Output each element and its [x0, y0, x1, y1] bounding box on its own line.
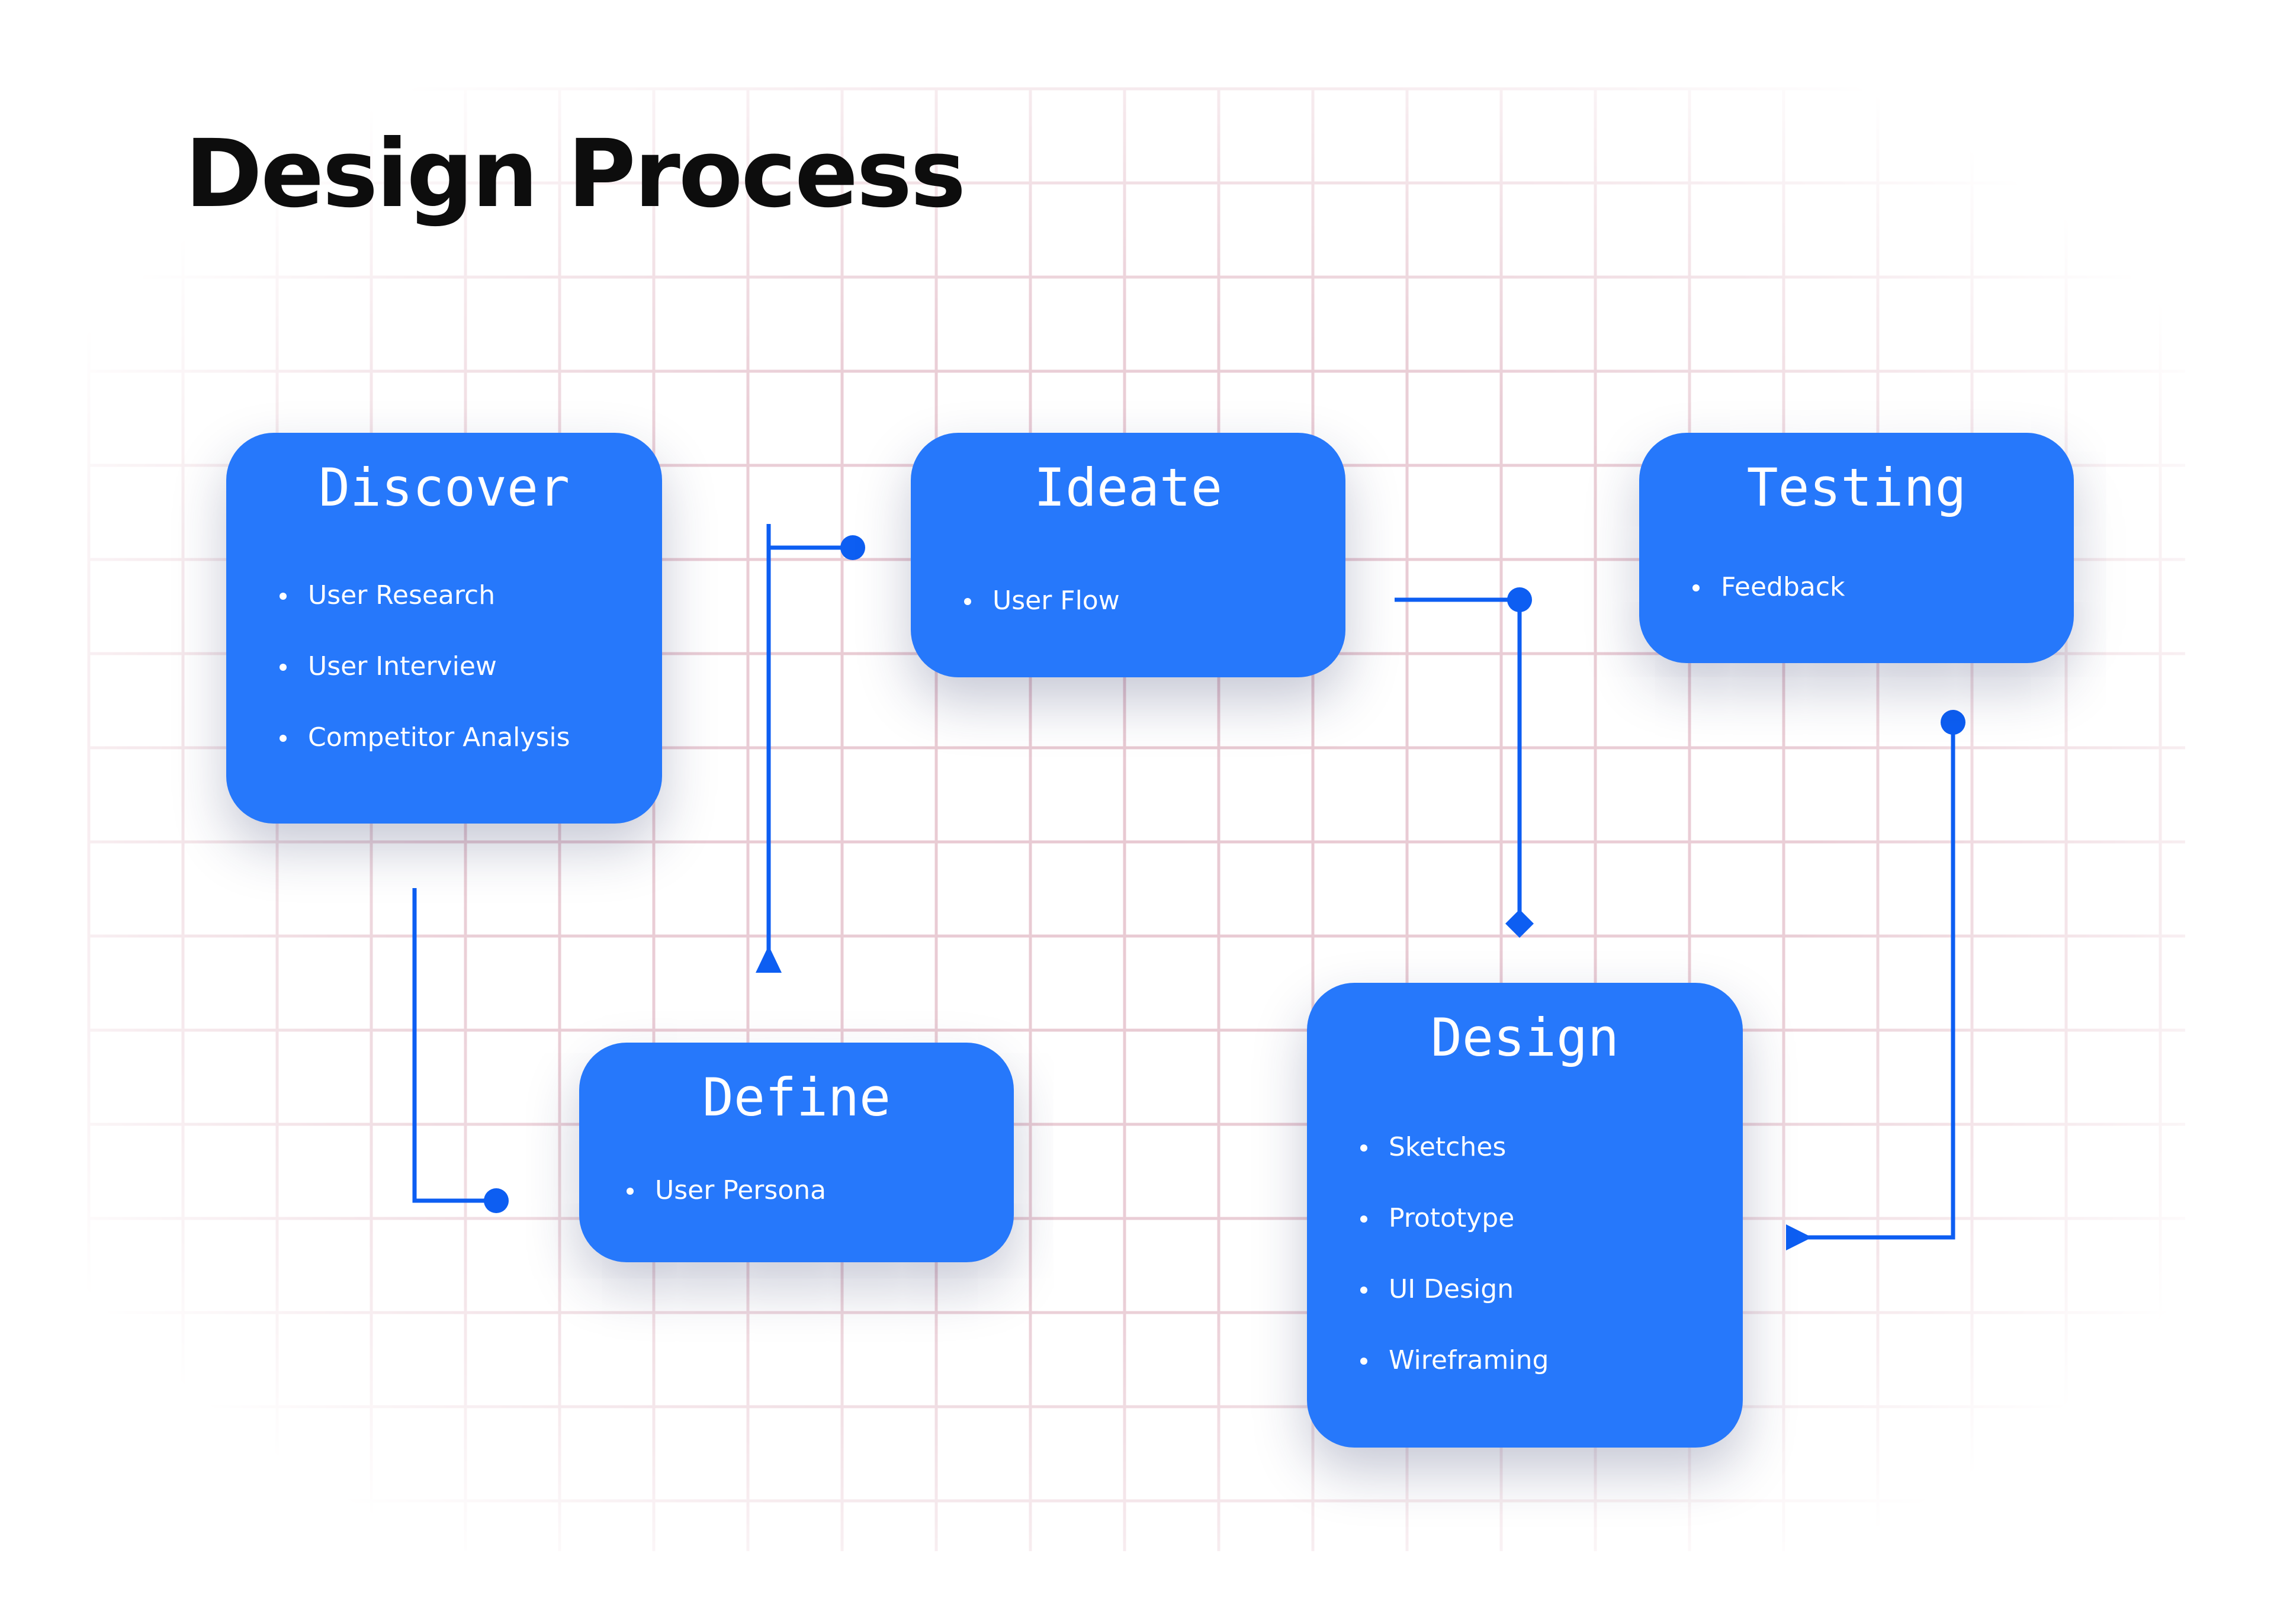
connector-define-ideate: [756, 524, 865, 973]
stage-card-testing: Testing Feedback: [1639, 433, 2074, 663]
stage-items-discover: User Research User Interview Competitor …: [280, 560, 570, 773]
stage-item: Competitor Analysis: [280, 702, 570, 773]
connector-ideate-design: [1395, 587, 1534, 938]
connector-end-dot: [484, 1188, 509, 1213]
stage-item: Wireframing: [1360, 1325, 1549, 1396]
stage-items-define: User Persona: [627, 1155, 826, 1226]
stage-title-define: Define: [702, 1067, 891, 1128]
stage-items-ideate: User Flow: [964, 565, 1120, 636]
stage-card-discover: Discover User Research User Interview Co…: [226, 433, 662, 824]
connector-end-dot: [1941, 710, 1965, 735]
stage-title-ideate: Ideate: [1034, 457, 1222, 518]
stage-item: User Flow: [964, 565, 1120, 636]
stage-title-testing: Testing: [1746, 457, 1967, 518]
connector-start-triangle: [756, 946, 782, 973]
stage-item: User Persona: [627, 1155, 826, 1226]
diagram-title: Design Process: [185, 120, 966, 229]
stage-items-design: Sketches Prototype UI Design Wireframing: [1360, 1112, 1549, 1396]
stage-card-ideate: Ideate User Flow: [911, 433, 1345, 677]
stage-item: UI Design: [1360, 1254, 1549, 1325]
connector-discover-define: [412, 888, 509, 1213]
connector-line: [1800, 722, 1955, 1240]
stage-item: Sketches: [1360, 1112, 1549, 1183]
stage-title-design: Design: [1431, 1007, 1619, 1068]
connector-design-testing: [1786, 710, 1965, 1250]
stage-item: Prototype: [1360, 1183, 1549, 1254]
connector-line: [412, 888, 492, 1203]
connector-line: [1395, 597, 1522, 912]
stage-card-design: Design Sketches Prototype UI Design Wire…: [1307, 983, 1743, 1448]
connector-end-dot: [840, 535, 865, 560]
stage-item: User Interview: [280, 631, 570, 702]
stage-item: User Research: [280, 560, 570, 631]
stage-card-define: Define User Persona: [579, 1043, 1014, 1262]
connector-start-dot: [1507, 587, 1532, 612]
stage-item: Feedback: [1692, 552, 1845, 623]
connector-end-diamond: [1505, 909, 1534, 938]
stage-items-testing: Feedback: [1692, 552, 1845, 623]
stage-title-discover: Discover: [319, 457, 570, 518]
connector-start-triangle: [1786, 1224, 1812, 1250]
